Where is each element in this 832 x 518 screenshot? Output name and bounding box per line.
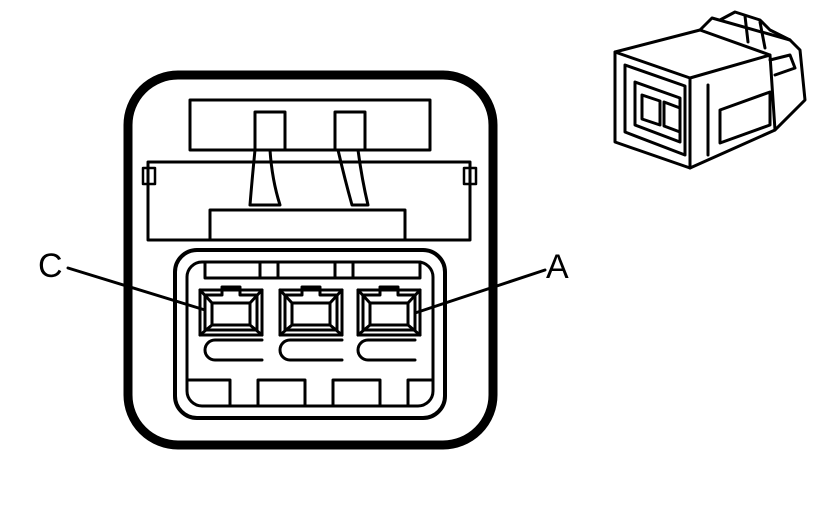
cavity-outer xyxy=(173,248,447,420)
center-notch xyxy=(208,208,407,242)
connector-face xyxy=(123,70,498,450)
rail-cap-right xyxy=(462,166,478,186)
pin-label-c: C xyxy=(38,247,63,285)
pin-label-a: A xyxy=(546,248,569,286)
housing-outline xyxy=(123,70,498,450)
latch-block xyxy=(188,98,432,152)
rail-cap-left xyxy=(141,166,157,186)
latch-tab-left xyxy=(248,148,282,207)
latch-window-right xyxy=(333,110,367,152)
bottom-keys xyxy=(185,378,435,408)
leader-line-c xyxy=(66,266,207,312)
upper-rail xyxy=(146,160,472,242)
terminal-a xyxy=(356,285,422,362)
terminal-c xyxy=(198,285,264,362)
top-ribs xyxy=(203,260,422,280)
cavity-inner xyxy=(185,260,435,408)
connector-isometric-icon xyxy=(613,10,807,170)
leader-line-a xyxy=(413,268,547,315)
latch-window-left xyxy=(253,110,287,152)
terminal-b xyxy=(278,285,344,362)
latch-tab-right xyxy=(336,148,370,207)
